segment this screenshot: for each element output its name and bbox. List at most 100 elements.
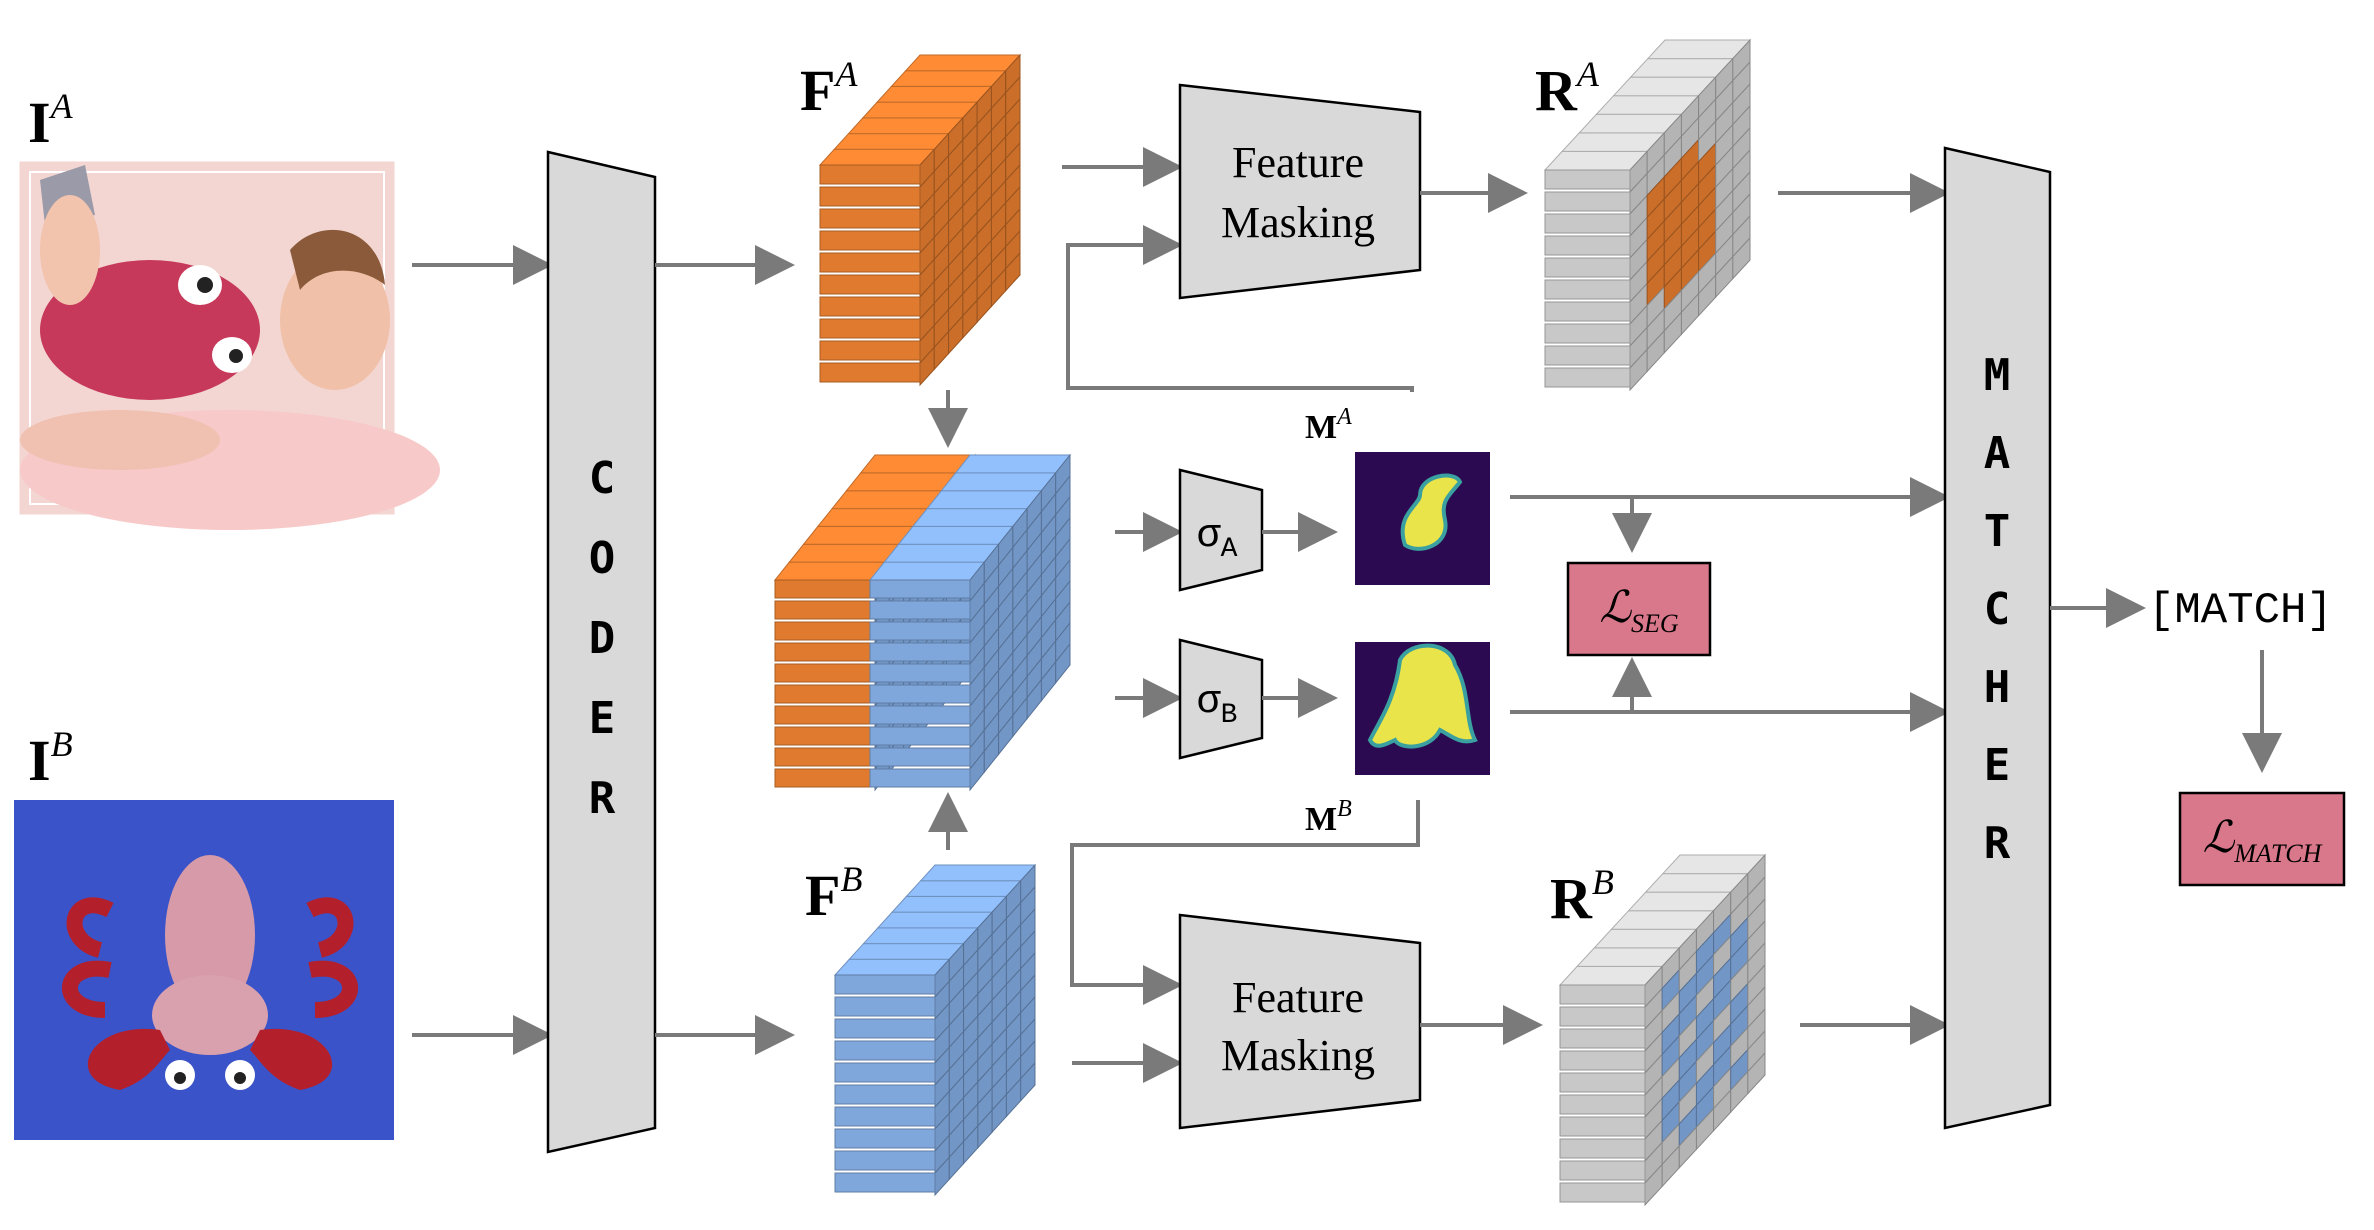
matcher-label: M A T C H E R — [1984, 350, 2011, 869]
block-top-brick — [1595, 95, 1700, 115]
feature-masking-bottom — [1178, 913, 1422, 1130]
block-front-brick — [869, 579, 971, 599]
block-front-brick — [834, 1172, 936, 1193]
block-top-brick — [833, 133, 950, 150]
block-front-brick — [819, 164, 921, 185]
sigma-a-label: σA — [1197, 514, 1238, 565]
block-front-brick — [819, 274, 921, 295]
block-top-brick — [1661, 854, 1767, 875]
matcher-block — [1943, 146, 2052, 1130]
block-top-brick — [891, 895, 1008, 913]
masked-feature-block-b — [1558, 853, 1767, 1207]
block-front-brick — [819, 230, 921, 251]
block-top-brick — [1543, 150, 1649, 171]
block-front-brick — [1559, 1160, 1646, 1181]
block-top-brick — [1612, 76, 1717, 97]
block-front-brick — [774, 684, 876, 704]
masked-feature-block-a — [1543, 38, 1752, 392]
sigma-a-block — [1178, 468, 1264, 592]
block-side-brick — [1020, 1061, 1036, 1103]
block-top-brick — [876, 85, 993, 103]
svg-text:D: D — [589, 613, 616, 664]
block-front-brick — [869, 768, 971, 788]
block-front-brick — [1544, 191, 1631, 212]
block-front-brick — [1559, 1006, 1646, 1027]
feature-masking-top-line2: Masking — [1221, 198, 1375, 247]
svg-text:H: H — [1984, 662, 2011, 713]
image-a-label: IA — [28, 86, 74, 155]
block-front-brick — [834, 1018, 936, 1039]
block-front-brick — [819, 252, 921, 273]
block-front-brick — [1544, 235, 1631, 256]
coder-block — [546, 150, 657, 1154]
block-front-brick — [869, 663, 971, 683]
feature-masking-bottom-line1: Feature — [1232, 973, 1364, 1022]
block-top-brick — [904, 54, 1022, 72]
block-side-brick — [1005, 251, 1021, 293]
block-front-brick — [819, 318, 921, 339]
block-front-brick — [774, 705, 876, 725]
block-front-brick — [834, 996, 936, 1017]
block-front-brick — [1544, 169, 1631, 190]
block-top-brick — [833, 958, 951, 976]
block-front-brick — [774, 747, 876, 767]
block-top-brick — [848, 943, 965, 960]
mask-a-image — [1355, 452, 1490, 585]
svg-text:E: E — [1984, 740, 2011, 791]
block-top-brick — [883, 543, 1000, 563]
block-front-brick — [834, 1084, 936, 1105]
block-front-brick — [1559, 1182, 1646, 1203]
match-token: [MATCH] — [2148, 586, 2333, 636]
sigma-b-label: σB — [1197, 680, 1238, 731]
block-top-brick — [847, 117, 964, 135]
block-top-brick — [1644, 873, 1749, 893]
block-front-brick — [869, 621, 971, 641]
block-top-brick — [1646, 39, 1752, 60]
block-front-brick — [774, 663, 876, 683]
arrow-ma-to-masking — [1066, 225, 1414, 392]
block-front-brick — [1544, 213, 1631, 234]
seg-loss-box — [1566, 561, 1712, 657]
svg-text:T: T — [1984, 506, 2011, 557]
block-top-brick — [890, 70, 1007, 87]
image-b-photo — [14, 800, 394, 1140]
block-top-brick — [954, 454, 1072, 474]
block-front-brick — [774, 768, 876, 788]
block-front-brick — [1559, 1094, 1646, 1115]
block-front-brick — [1559, 984, 1646, 1005]
match-loss-box — [2178, 791, 2346, 887]
svg-text:R: R — [589, 773, 616, 824]
sigma-b-block — [1178, 638, 1264, 760]
block-top-brick — [1558, 965, 1664, 986]
block-front-brick — [869, 747, 971, 767]
mb-label: MB — [1305, 796, 1352, 838]
block-front-brick — [1544, 301, 1631, 322]
svg-text:O: O — [589, 533, 616, 584]
ra-label: RA — [1535, 54, 1600, 123]
block-front-brick — [1544, 367, 1631, 388]
block-front-brick — [1559, 1050, 1646, 1071]
block-front-brick — [1544, 257, 1631, 278]
block-front-brick — [869, 705, 971, 725]
block-front-brick — [834, 1040, 936, 1061]
fb-label: FB — [805, 859, 862, 928]
ma-label: MA — [1305, 404, 1352, 446]
block-front-brick — [774, 600, 876, 620]
coder-label: C O D E R — [589, 453, 616, 824]
block-top-brick — [818, 148, 936, 166]
block-front-brick — [774, 726, 876, 746]
block-front-brick — [1544, 345, 1631, 366]
seg-loss-label: ℒSEG — [1599, 583, 1679, 638]
svg-text:E: E — [589, 693, 616, 744]
block-side-brick — [1055, 642, 1071, 685]
block-front-brick — [834, 1128, 936, 1149]
block-front-brick — [1559, 1028, 1646, 1049]
feature-masking-top — [1178, 83, 1422, 300]
block-front-brick — [819, 186, 921, 207]
block-top-brick — [868, 561, 986, 581]
block-front-brick — [869, 684, 971, 704]
feature-block-a — [818, 53, 1022, 387]
block-front-brick — [1559, 1116, 1646, 1137]
block-front-brick — [774, 579, 876, 599]
block-side-brick — [1732, 236, 1751, 280]
